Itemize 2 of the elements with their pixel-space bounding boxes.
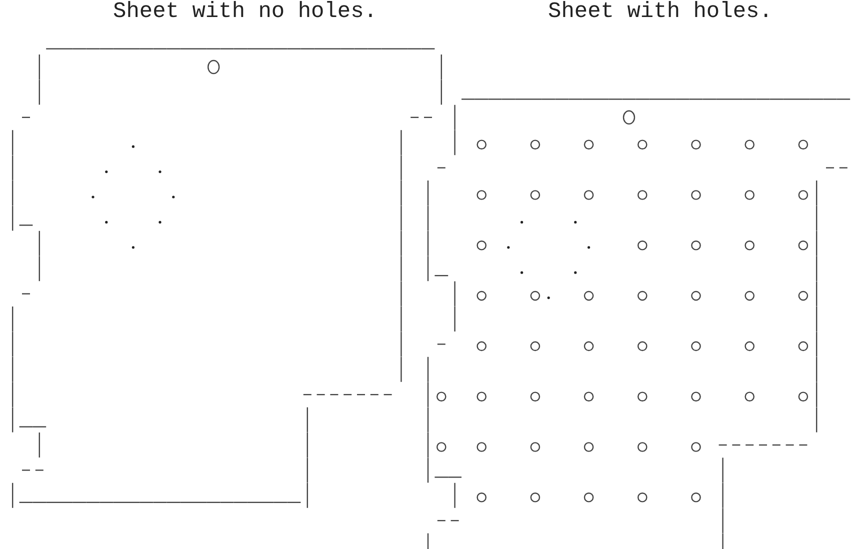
sheet-title: Sheet with no holes. [113,0,378,24]
sheet-title: Sheet with holes. [548,0,772,24]
